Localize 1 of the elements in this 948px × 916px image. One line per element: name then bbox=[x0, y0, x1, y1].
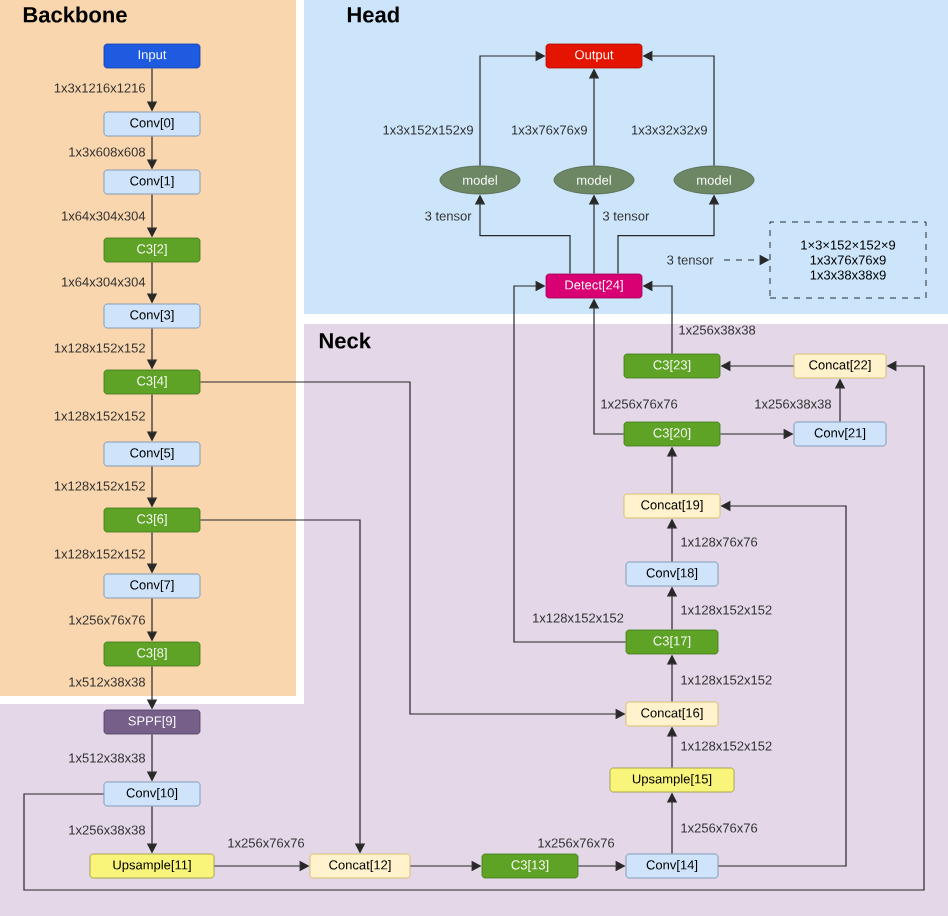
arrow bbox=[513, 280, 627, 643]
